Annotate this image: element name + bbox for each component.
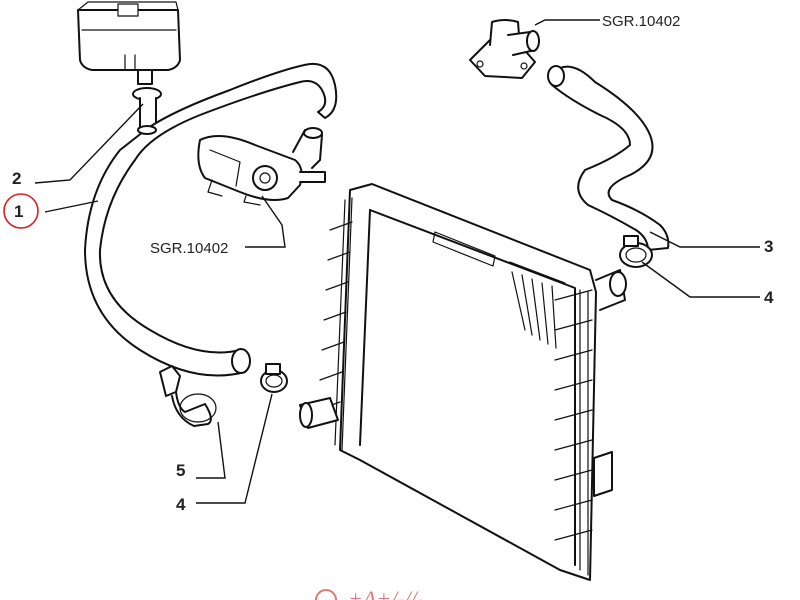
hose-3 [547,65,670,251]
callout-3: 3 [764,237,773,256]
hose-1 [84,62,338,377]
reference-label-top: SGR.10402 [602,13,680,30]
callout-1: 1 [14,202,23,221]
bracket-icon [159,365,217,427]
callout-4-right: 4 [764,288,774,307]
callout-2: 2 [12,169,21,188]
hose-clamp-bottom-icon [260,363,288,393]
hose-clamp-icon [619,235,653,268]
outlet-flange-icon [469,19,540,79]
expansion-tank-icon [77,1,181,85]
callout-5: 5 [176,461,185,480]
callout-4-bottom: 4 [176,495,186,514]
leader-lines [34,19,760,504]
highlight-circle [3,193,39,229]
watermark: +A+/-//- [315,586,424,600]
watermark-text: +A+/-//- [348,586,424,600]
radiator-icon [299,183,627,581]
thermostat-housing-icon [197,127,326,206]
reference-label-mid: SGR.10402 [150,240,228,257]
